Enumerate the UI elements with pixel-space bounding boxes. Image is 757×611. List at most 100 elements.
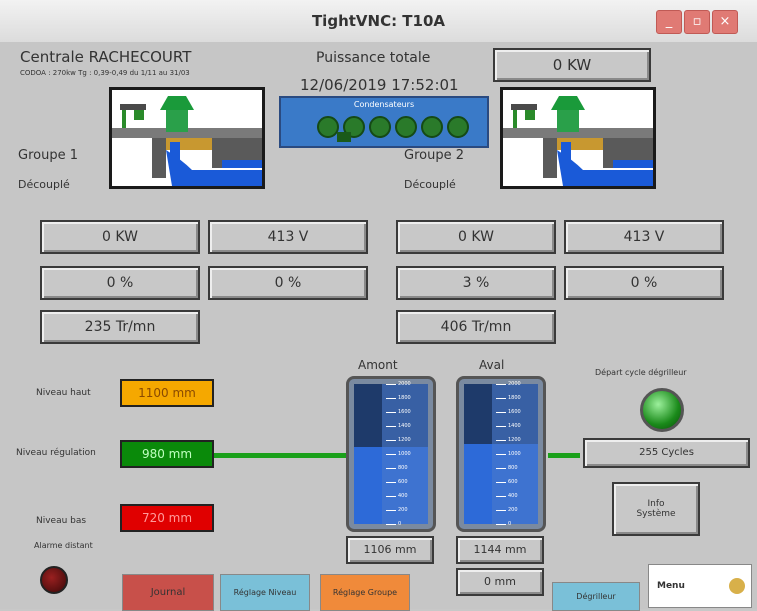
group1-power: 0 KW [40, 220, 200, 254]
cleaner-start-button[interactable] [640, 388, 684, 432]
datetime: 12/06/2019 17:52:01 [300, 76, 459, 94]
condenser-icon [421, 116, 443, 138]
gauge-tick-mark [386, 454, 396, 455]
group1-percent1: 0 % [40, 266, 200, 300]
gauge-tick-mark [496, 412, 506, 413]
condenser-icon [317, 116, 339, 138]
group2-speed: 406 Tr/mn [396, 310, 556, 344]
window-title-bar[interactable]: TightVNC: T10A _ ▫ × [0, 0, 757, 43]
high-level-label: Niveau haut [36, 388, 91, 398]
gauge-tick-mark [496, 440, 506, 441]
group2-power: 0 KW [396, 220, 556, 254]
level-pipe-left [210, 453, 348, 458]
group2-voltage: 413 V [564, 220, 724, 254]
turbine-icon [503, 90, 653, 186]
upstream-value: 1106 mm [346, 536, 434, 564]
gauge-tick-label: 800 [398, 465, 408, 471]
group2-percent2: 0 % [564, 266, 724, 300]
group1-status: Découplé [18, 178, 70, 191]
cleaner-cycles: 255 Cycles [583, 438, 750, 468]
cleaner-button[interactable]: Dégrilleur [552, 582, 640, 611]
gauge-tick-label: 1600 [508, 409, 521, 415]
plant-name: Centrale RACHECOURT [20, 48, 192, 66]
downstream-label: Aval [479, 358, 505, 372]
minimize-button[interactable]: _ [656, 10, 682, 34]
menu-icon [729, 578, 745, 594]
gauge-tick-mark [386, 524, 396, 525]
group1-turbine-picture[interactable] [109, 87, 265, 189]
group1-percent2: 0 % [208, 266, 368, 300]
gauge-tick-label: 0 [398, 521, 402, 527]
gauge-tick-mark [386, 440, 396, 441]
condenser-icon [447, 116, 469, 138]
gauge-tick-label: 400 [508, 493, 518, 499]
gauge-tick-mark [496, 384, 506, 385]
scada-panel: Centrale RACHECOURT CODOA : 270kw Tg : 0… [0, 42, 757, 611]
gauge-tick-label: 2000 [398, 381, 411, 387]
gauge-tick-label: 600 [508, 479, 518, 485]
group2-label: Groupe 2 [404, 148, 464, 163]
group-settings-button[interactable]: Réglage Groupe [320, 574, 410, 611]
gauge-tick-mark [496, 454, 506, 455]
gauge-tick-mark [386, 510, 396, 511]
gauge-tick-mark [386, 398, 396, 399]
condensers-panel[interactable]: Condensateurs [279, 96, 489, 148]
gauge-tick-mark [386, 384, 396, 385]
gauge-tick-label: 200 [398, 507, 408, 513]
upstream-label: Amont [358, 358, 398, 372]
gauge-tick-label: 800 [508, 465, 518, 471]
gauge-tick-mark [386, 468, 396, 469]
gauge-tick-label: 1000 [508, 451, 521, 457]
regulation-level-value[interactable]: 980 mm [120, 440, 214, 468]
cleaner-cycle-label: Départ cycle dégrilleur [595, 368, 687, 377]
gauge-tick-label: 0 [508, 521, 512, 527]
high-level-value[interactable]: 1100 mm [120, 379, 214, 407]
group2-status: Découplé [404, 178, 456, 191]
turbine-icon [112, 90, 262, 186]
alarm-indicator-icon [40, 566, 68, 594]
group2-percent1: 3 % [396, 266, 556, 300]
window-title: TightVNC: T10A [311, 12, 446, 30]
close-button[interactable]: × [712, 10, 738, 34]
group2-turbine-picture[interactable] [500, 87, 656, 189]
gauge-tick-label: 200 [508, 507, 518, 513]
level-settings-button[interactable]: Réglage Niveau [220, 574, 310, 611]
condenser-icon [395, 116, 417, 138]
menu-button[interactable]: Menu [648, 564, 752, 608]
gauge-tick-label: 1200 [508, 437, 521, 443]
menu-label: Menu [657, 581, 685, 591]
maximize-button[interactable]: ▫ [684, 10, 710, 34]
gauge-tick-label: 400 [398, 493, 408, 499]
gauge-tick-mark [496, 426, 506, 427]
total-power-label: Puissance totale [316, 50, 431, 66]
low-level-value[interactable]: 720 mm [120, 504, 214, 532]
info-system-button[interactable]: Info Système [612, 482, 700, 536]
gauge-tick-mark [496, 482, 506, 483]
gauge-tick-label: 1400 [508, 423, 521, 429]
total-power-value: 0 KW [493, 48, 651, 82]
journal-button[interactable]: Journal [122, 574, 214, 611]
gauge-tick-mark [496, 524, 506, 525]
gauge-tick-mark [496, 496, 506, 497]
gauge-tick-mark [386, 426, 396, 427]
low-level-label: Niveau bas [36, 516, 87, 526]
gauge-tick-label: 2000 [508, 381, 521, 387]
level-pipe-right [548, 453, 580, 458]
gauge-tick-mark [386, 496, 396, 497]
gauge-tick-label: 600 [398, 479, 408, 485]
gauge-tick-label: 1800 [398, 395, 411, 401]
gauge-tick-mark [386, 482, 396, 483]
extra-level-value: 0 mm [456, 568, 544, 596]
group1-voltage: 413 V [208, 220, 368, 254]
gauge-tick-mark [496, 510, 506, 511]
regulation-level-label: Niveau régulation [16, 448, 96, 458]
downstream-value: 1144 mm [456, 536, 544, 564]
condensers-label: Condensateurs [353, 100, 415, 109]
gauge-tick-mark [496, 468, 506, 469]
condenser-bus-icon [337, 132, 351, 142]
condenser-icon [369, 116, 391, 138]
